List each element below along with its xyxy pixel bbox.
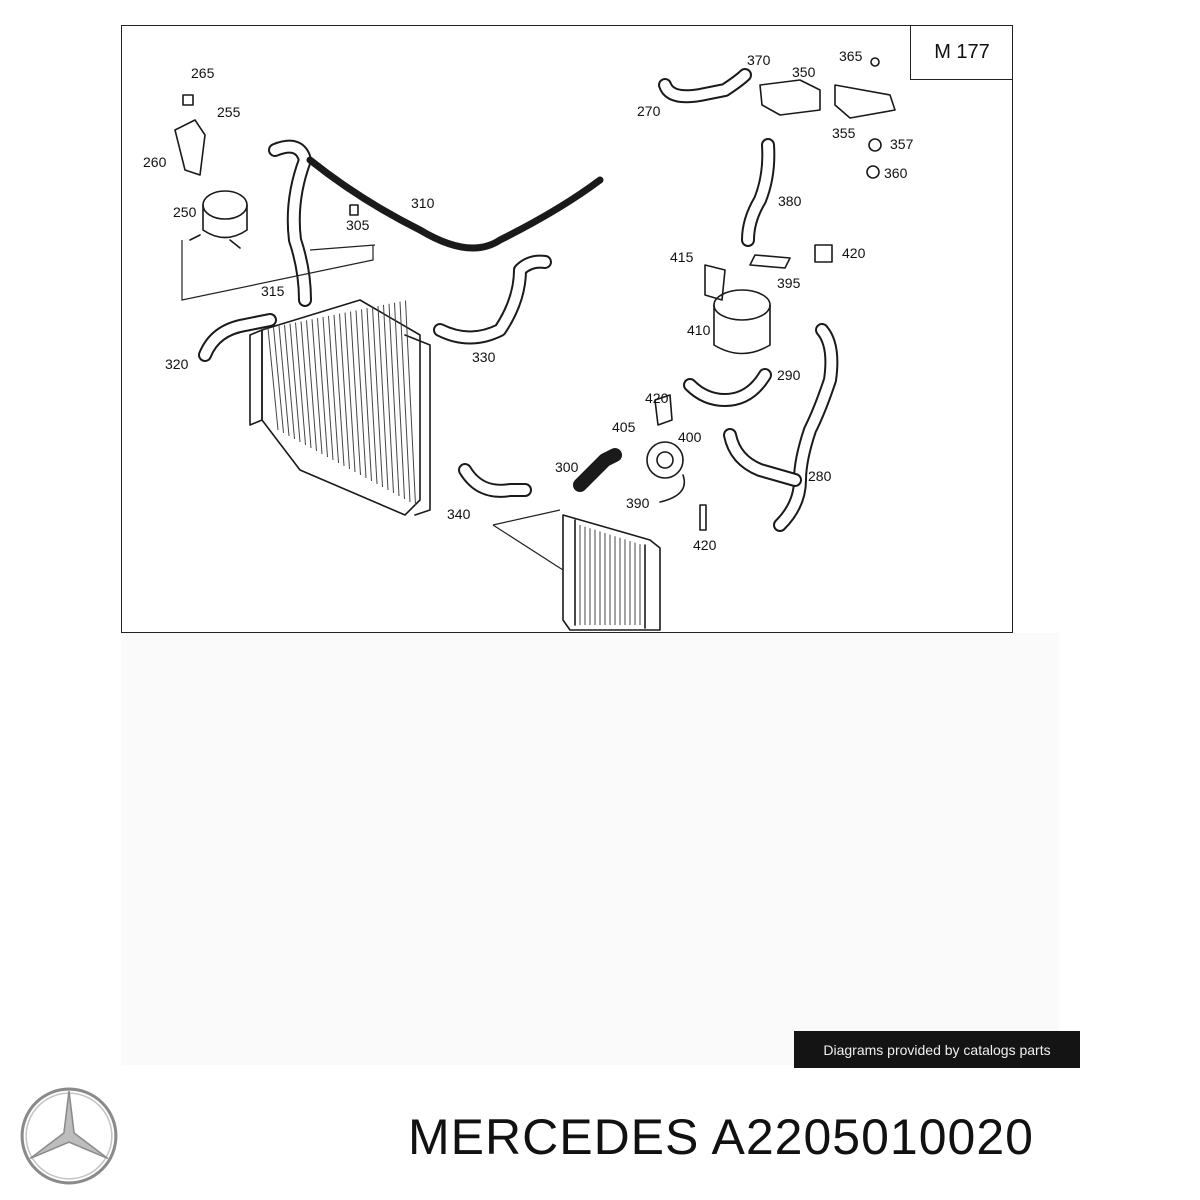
callout-255: 255 [217, 104, 241, 120]
part-number-title: MERCEDES A2205010020 [408, 1109, 1034, 1165]
parts-diagram: 265 255 260 250 305 310 315 320 330 340 … [143, 48, 914, 631]
components [174, 57, 896, 531]
callout-390: 390 [626, 495, 650, 511]
callout-300: 300 [555, 459, 579, 475]
auxiliary-radiator [562, 514, 661, 631]
callout-270: 270 [637, 103, 661, 119]
callout-365: 365 [839, 48, 863, 64]
callout-260: 260 [143, 154, 167, 170]
callout-330: 330 [472, 349, 496, 365]
leader-lines [181, 240, 564, 571]
callout-305: 305 [346, 217, 370, 233]
callout-370: 370 [747, 52, 771, 68]
main-radiator [249, 299, 431, 516]
callout-420-b: 420 [693, 537, 717, 553]
callout-355: 355 [832, 125, 856, 141]
blank-area [121, 633, 1059, 1065]
callout-265: 265 [191, 65, 215, 81]
credit-banner: Diagrams provided by catalogs parts [794, 1031, 1080, 1068]
mercedes-star-logo [20, 1087, 118, 1185]
callout-310: 310 [411, 195, 435, 211]
hoses [198, 68, 839, 532]
callout-290: 290 [777, 367, 801, 383]
callout-410: 410 [687, 322, 711, 338]
callout-420-a: 420 [645, 390, 669, 406]
callout-415: 415 [670, 249, 694, 265]
callout-395: 395 [777, 275, 801, 291]
callout-320: 320 [165, 356, 189, 372]
callout-360: 360 [884, 165, 908, 181]
callout-315: 315 [261, 283, 285, 299]
diagram-frame [121, 25, 1013, 633]
callout-380: 380 [778, 193, 802, 209]
callout-357: 357 [890, 136, 914, 152]
callout-420-c: 420 [842, 245, 866, 261]
callout-labels: 265 255 260 250 305 310 315 320 330 340 … [143, 48, 914, 553]
callout-340: 340 [447, 506, 471, 522]
callout-400: 400 [678, 429, 702, 445]
model-label: M 177 [910, 25, 1013, 80]
callout-250: 250 [173, 204, 197, 220]
callout-280: 280 [808, 468, 832, 484]
callout-405: 405 [612, 419, 636, 435]
callout-350: 350 [792, 64, 816, 80]
